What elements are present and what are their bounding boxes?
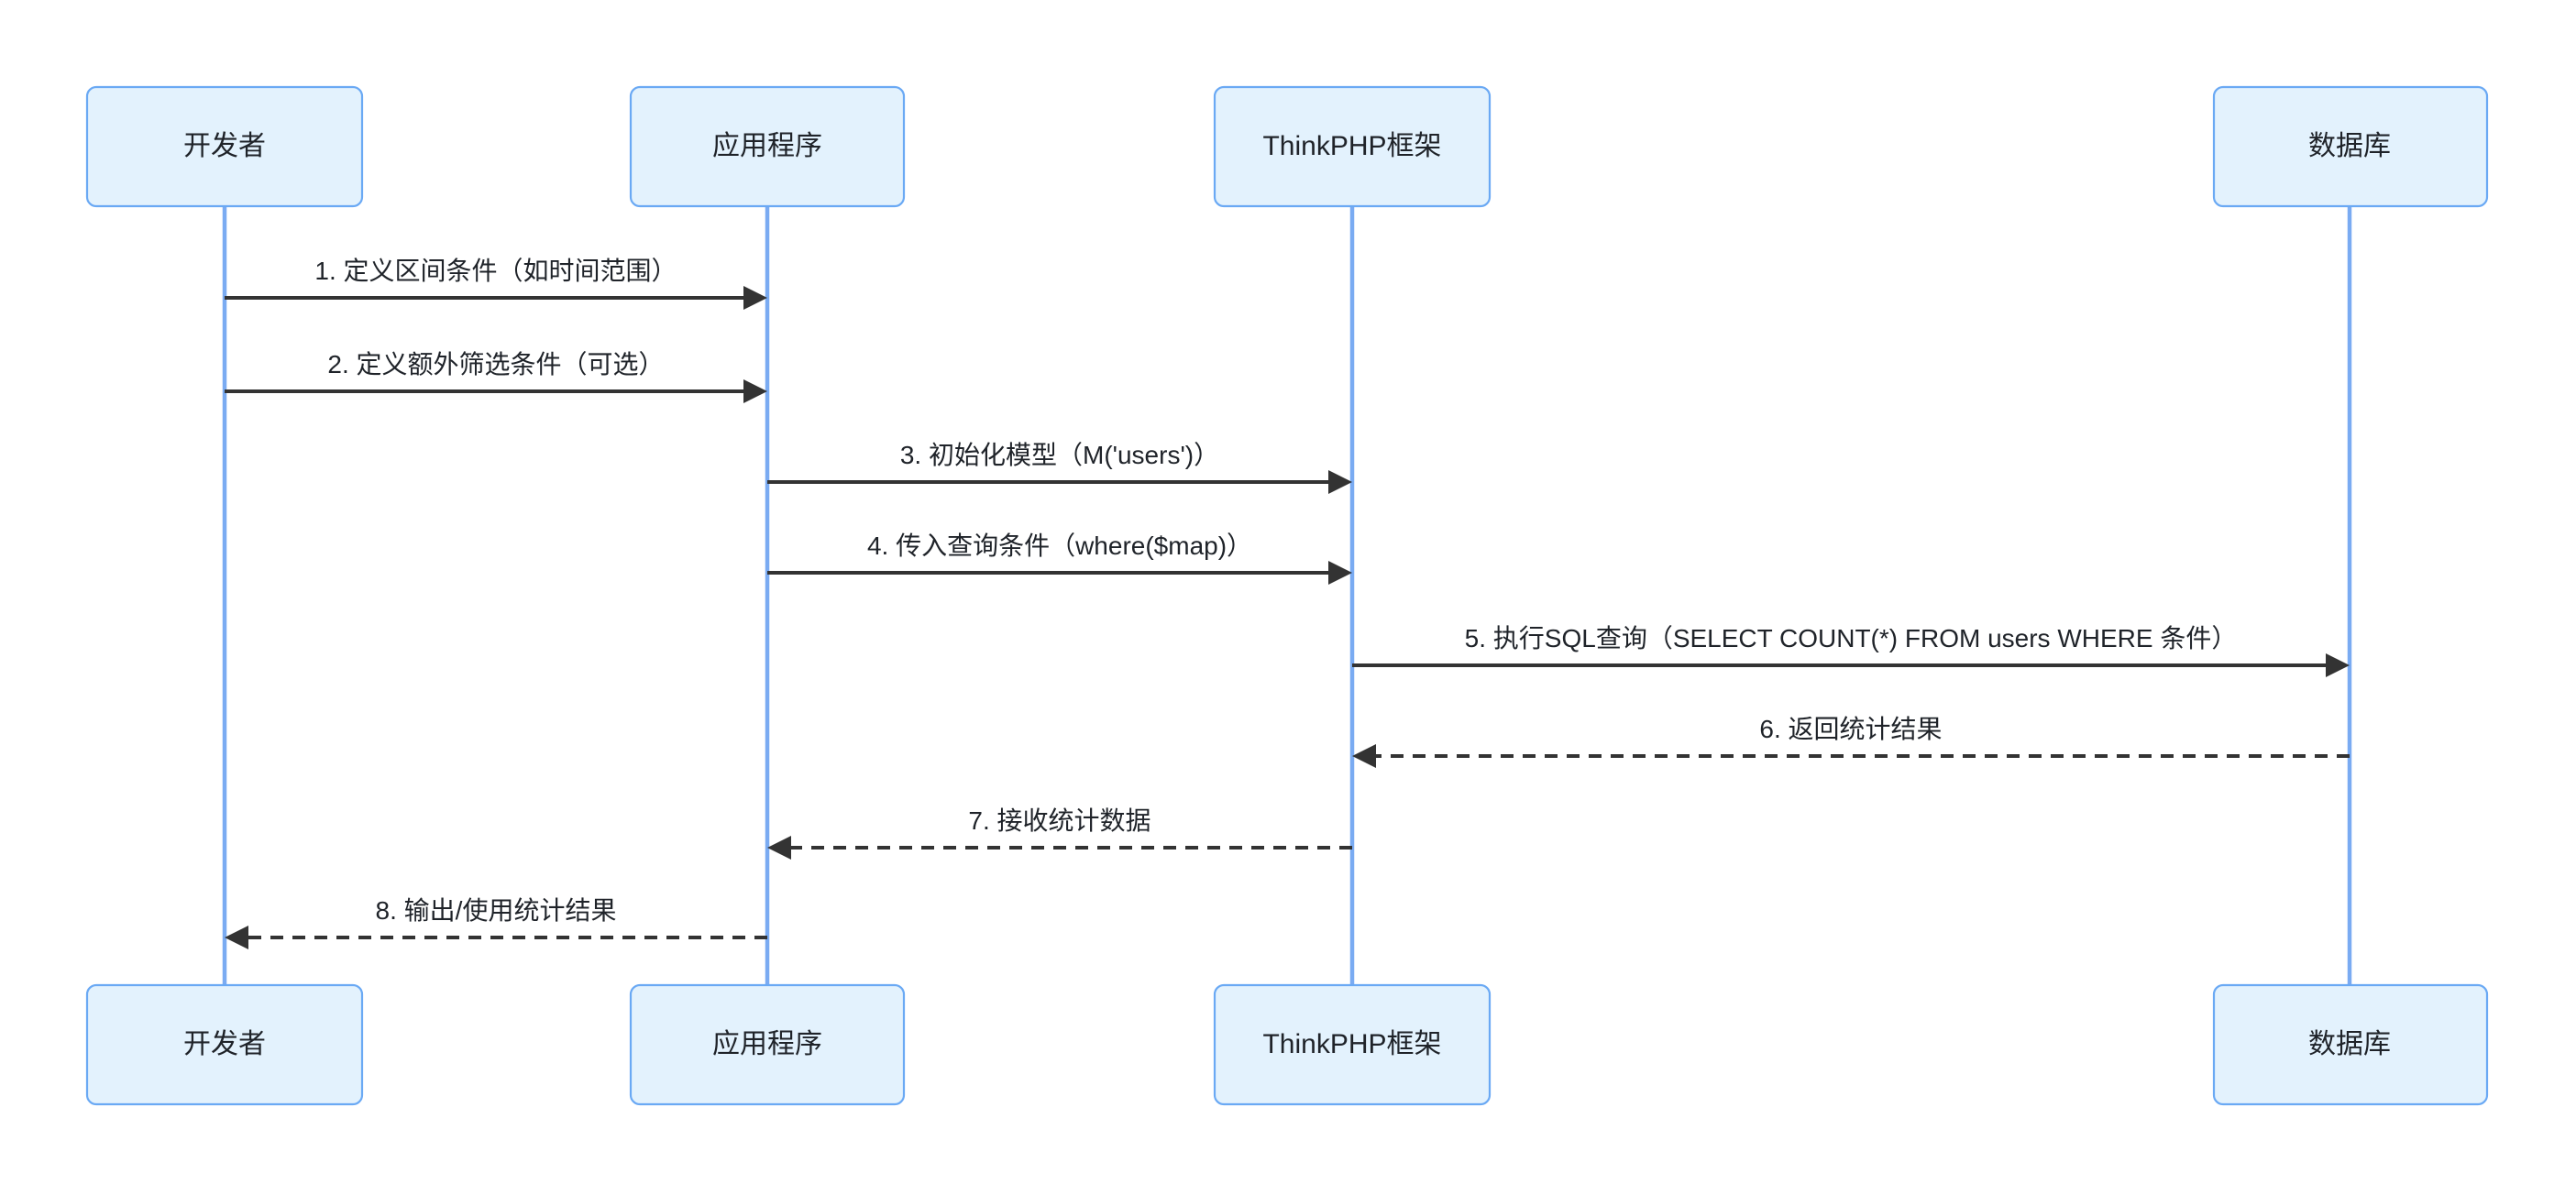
message-label: 3. 初始化模型（M('users')） xyxy=(900,441,1219,469)
participant-label: 数据库 xyxy=(2308,1029,2391,1059)
participant-label: 应用程序 xyxy=(712,131,822,161)
participant-box xyxy=(629,85,906,208)
messages-layer: 1. 定义区间条件（如时间范围） 2. 定义额外筛选条件（可选） 3. 初始化模型（… xyxy=(225,257,2350,949)
participant-bottom-thinkphp[interactable]: ThinkPHP框架 xyxy=(1213,983,1492,1106)
lifelines-layer xyxy=(222,206,2352,985)
participant-top-thinkphp[interactable]: ThinkPHP框架 xyxy=(1213,85,1492,208)
message-4[interactable]: 4. 传入查询条件（where($map)） xyxy=(767,532,1352,585)
participant-box xyxy=(629,983,906,1106)
arrowhead-icon xyxy=(1328,470,1352,494)
arrowhead-icon xyxy=(1328,561,1352,585)
arrowhead-icon xyxy=(2326,653,2350,677)
participant-label: ThinkPHP框架 xyxy=(1262,1029,1441,1059)
participant-bottom-database[interactable]: 数据库 xyxy=(2212,983,2489,1106)
participant-box xyxy=(2212,983,2489,1106)
participant-box xyxy=(85,85,364,208)
message-2[interactable]: 2. 定义额外筛选条件（可选） xyxy=(225,350,767,403)
message-label: 5. 执行SQL查询（SELECT COUNT(*) FROM users WH… xyxy=(1465,624,2238,652)
arrowhead-icon xyxy=(225,926,248,949)
arrowhead-icon xyxy=(743,379,767,403)
message-label: 7. 接收统计数据 xyxy=(968,806,1150,835)
bottom-participant-boxes: 开发者 应用程序 ThinkPHP框架 数据库 xyxy=(85,983,2489,1106)
participant-top-application[interactable]: 应用程序 xyxy=(629,85,906,208)
participant-bottom-application[interactable]: 应用程序 xyxy=(629,983,906,1106)
participant-box xyxy=(1213,85,1492,208)
participant-top-database[interactable]: 数据库 xyxy=(2212,85,2489,208)
participant-label: 开发者 xyxy=(183,131,266,161)
message-1[interactable]: 1. 定义区间条件（如时间范围） xyxy=(225,257,767,310)
message-7[interactable]: 7. 接收统计数据 xyxy=(767,806,1352,860)
participant-label: 开发者 xyxy=(183,1029,266,1059)
participant-box xyxy=(85,983,364,1106)
participant-box xyxy=(2212,85,2489,208)
participant-top-developer[interactable]: 开发者 xyxy=(85,85,364,208)
participant-label: 数据库 xyxy=(2308,131,2391,161)
message-3[interactable]: 3. 初始化模型（M('users')） xyxy=(767,441,1352,494)
participant-bottom-developer[interactable]: 开发者 xyxy=(85,983,364,1106)
participant-box xyxy=(1213,983,1492,1106)
message-label: 8. 输出/使用统计结果 xyxy=(376,896,617,925)
participant-label: ThinkPHP框架 xyxy=(1262,131,1441,161)
top-participant-boxes: 开发者 应用程序 ThinkPHP框架 数据库 xyxy=(85,85,2489,208)
message-label: 6. 返回统计结果 xyxy=(1759,715,1942,743)
arrowhead-icon xyxy=(1352,744,1376,768)
participant-label: 应用程序 xyxy=(712,1029,822,1059)
message-5[interactable]: 5. 执行SQL查询（SELECT COUNT(*) FROM users WH… xyxy=(1352,624,2350,677)
message-8[interactable]: 8. 输出/使用统计结果 xyxy=(225,896,767,949)
arrowhead-icon xyxy=(743,286,767,310)
message-label: 4. 传入查询条件（where($map)） xyxy=(867,532,1252,560)
message-6[interactable]: 6. 返回统计结果 xyxy=(1352,715,2350,768)
message-label: 2. 定义额外筛选条件（可选） xyxy=(327,350,664,378)
arrowhead-icon xyxy=(767,836,791,860)
message-label: 1. 定义区间条件（如时间范围） xyxy=(314,257,677,285)
